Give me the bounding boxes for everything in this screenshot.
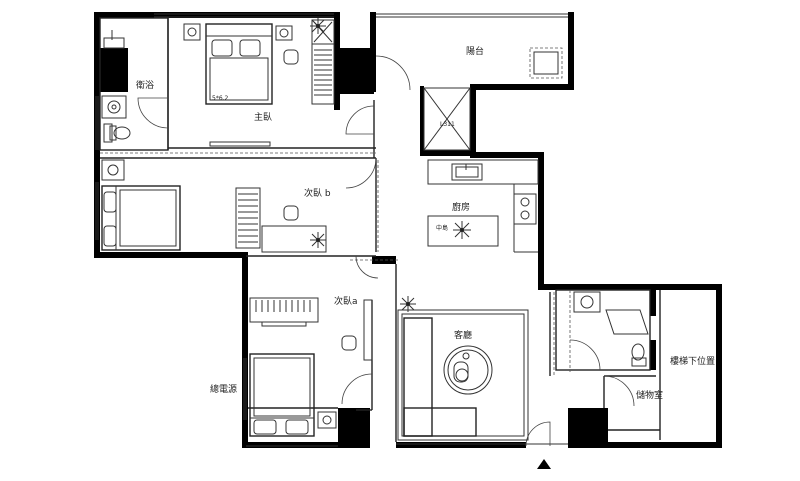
bath2-fixtures (573, 291, 649, 367)
room-label-storage: 儲物室 (636, 389, 663, 401)
bed-icon (101, 185, 181, 251)
room-label-bath: 衛浴 (136, 79, 154, 91)
chair-icon (283, 49, 299, 65)
living-furniture (397, 309, 529, 441)
room-label-bedroom-b: 次臥 b (304, 187, 331, 199)
master-bedroom-furniture: 5*6.2 (183, 19, 335, 147)
closet-hangers (255, 300, 311, 312)
stove-icon (513, 193, 537, 225)
plant-icon (310, 18, 326, 34)
main-power-label: 總電源 (210, 383, 237, 395)
closet-hangers (238, 193, 258, 243)
plant-icon (400, 296, 416, 312)
kitchen-furniture: 中島 (427, 159, 539, 253)
bed-icon (205, 23, 273, 105)
toilet-icon (631, 343, 647, 367)
room-label-master: 主臥 (254, 111, 272, 123)
bed-icon (249, 353, 315, 437)
bath-fixtures (101, 30, 131, 143)
room-label-kitchen: 廚房 (452, 201, 470, 213)
room-label-living: 客廳 (454, 329, 472, 341)
balcony-code-label: L311 (440, 121, 455, 128)
sink-icon (451, 163, 483, 181)
chair-icon (341, 335, 357, 351)
bedroom-b-furniture (101, 159, 327, 253)
outer-walls (94, 12, 722, 448)
chair-icon (283, 205, 299, 221)
bedroom-a-furniture (249, 297, 373, 437)
room-label-under-stairs: 樓梯下位置 (670, 355, 715, 367)
entrance-arrow-icon (537, 459, 551, 469)
balcony-furniture: L311 (423, 47, 563, 151)
island-label: 中島 (436, 224, 448, 232)
room-label-bedroom-a: 次臥a (334, 295, 358, 307)
doors (137, 55, 635, 447)
plant-icon (310, 232, 326, 248)
bed-size-label: 5*6.2 (212, 95, 229, 102)
toilet-icon (109, 125, 131, 141)
closet-hangers (314, 49, 332, 96)
room-label-balcony: 陽台 (466, 45, 484, 57)
plant-icon (453, 221, 471, 239)
